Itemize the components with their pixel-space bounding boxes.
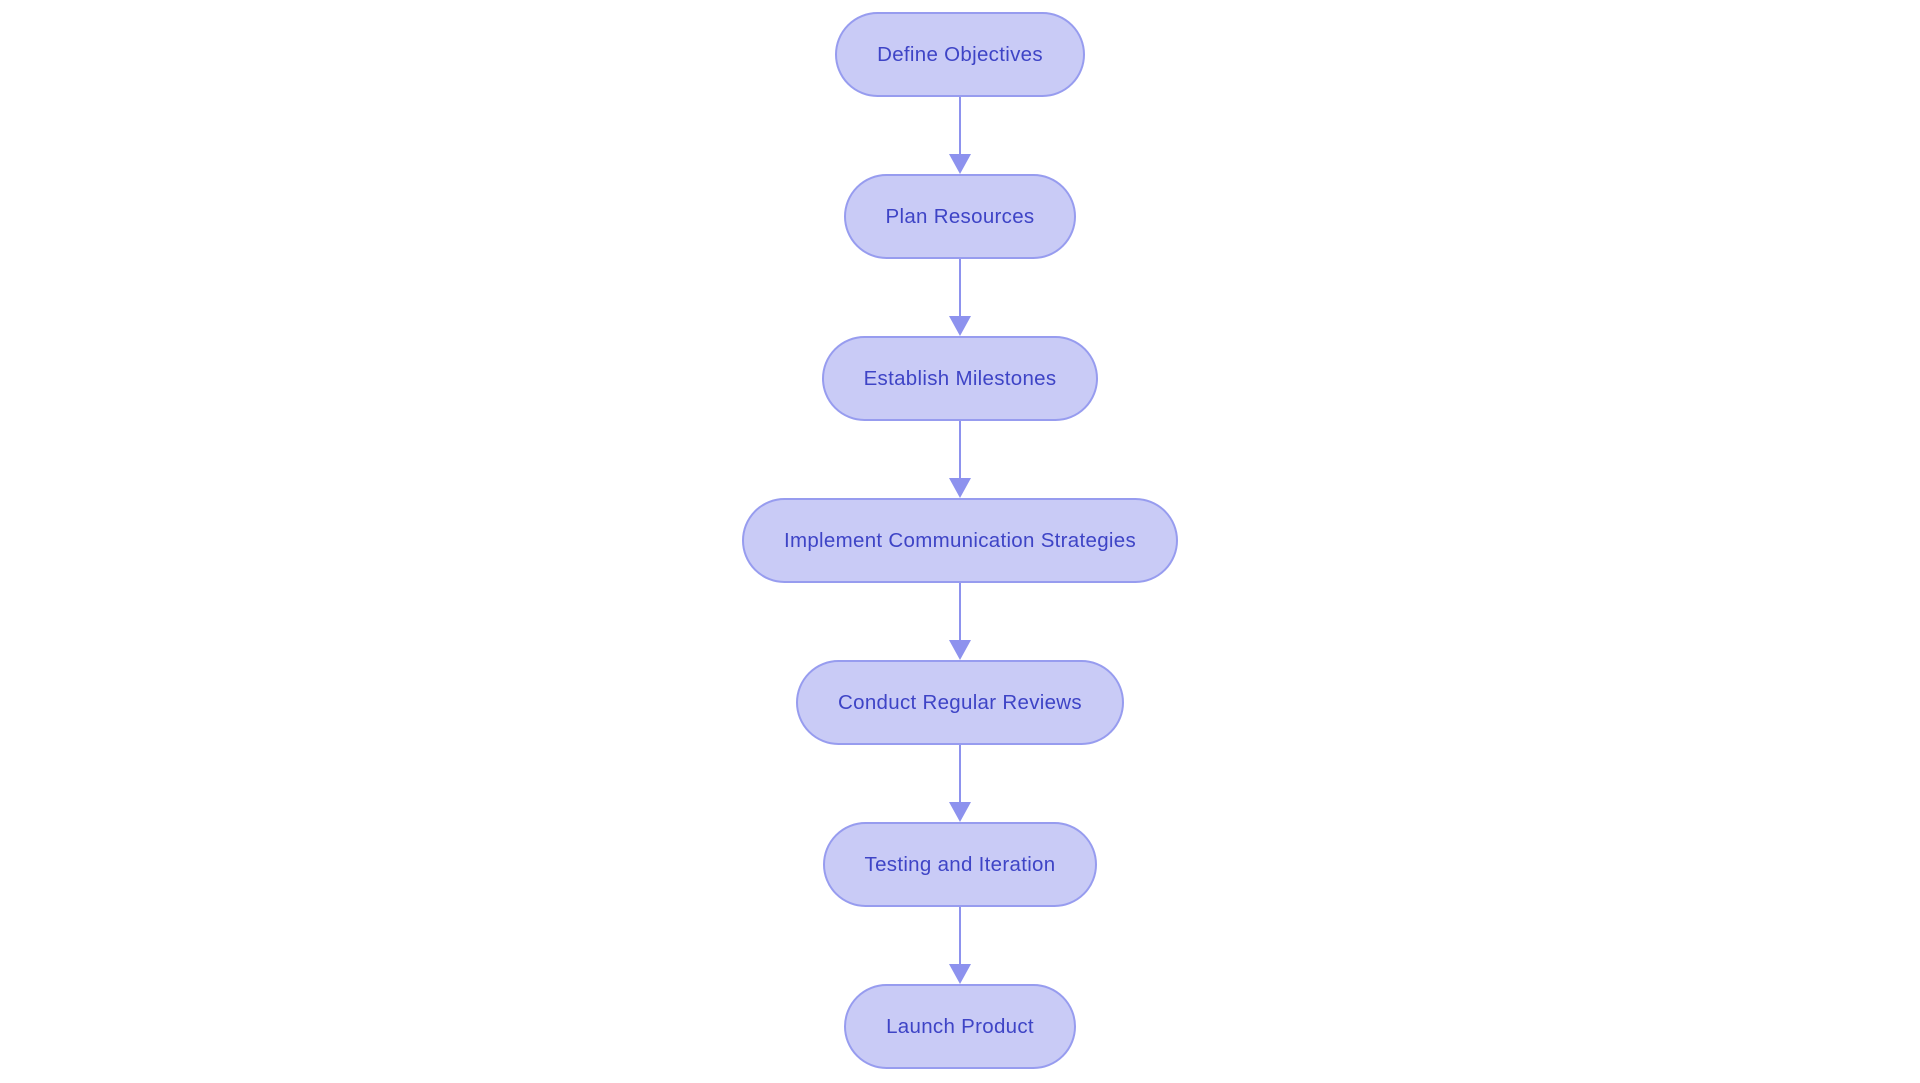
arrow-shaft bbox=[958, 259, 962, 316]
arrow-head bbox=[949, 640, 971, 660]
arrow-head bbox=[949, 802, 971, 822]
arrow-down-icon bbox=[948, 259, 972, 336]
arrow-down-icon bbox=[948, 97, 972, 174]
flow-node-plan-resources: Plan Resources bbox=[843, 174, 1077, 259]
arrow-shaft bbox=[958, 97, 962, 154]
arrow-shaft bbox=[958, 583, 962, 640]
flow-node-launch-product: Launch Product bbox=[844, 984, 1076, 1069]
arrow-down-icon bbox=[948, 583, 972, 660]
flow-node-conduct-regular-reviews: Conduct Regular Reviews bbox=[796, 660, 1124, 745]
arrow-shaft bbox=[958, 421, 962, 478]
flow-node-define-objectives: Define Objectives bbox=[835, 12, 1085, 97]
flow-node-testing-and-iteration: Testing and Iteration bbox=[822, 822, 1098, 907]
flow-node-establish-milestones: Establish Milestones bbox=[821, 336, 1099, 421]
arrow-head bbox=[949, 316, 971, 336]
flow-node-implement-communication-strategies: Implement Communication Strategies bbox=[741, 498, 1178, 583]
arrow-head bbox=[949, 964, 971, 984]
arrow-head bbox=[949, 154, 971, 174]
flow-node-label: Establish Milestones bbox=[863, 366, 1057, 390]
arrow-shaft bbox=[958, 907, 962, 964]
arrow-down-icon bbox=[948, 907, 972, 984]
flow-node-label: Define Objectives bbox=[877, 42, 1043, 66]
flow-node-label: Implement Communication Strategies bbox=[783, 528, 1136, 552]
flow-node-label: Launch Product bbox=[886, 1014, 1034, 1038]
arrow-down-icon bbox=[948, 745, 972, 822]
arrow-down-icon bbox=[948, 421, 972, 498]
arrow-head bbox=[949, 478, 971, 498]
flow-node-label: Conduct Regular Reviews bbox=[838, 690, 1082, 714]
flow-node-label: Testing and Iteration bbox=[864, 852, 1056, 876]
flow-node-label: Plan Resources bbox=[885, 204, 1035, 228]
arrow-shaft bbox=[958, 745, 962, 802]
